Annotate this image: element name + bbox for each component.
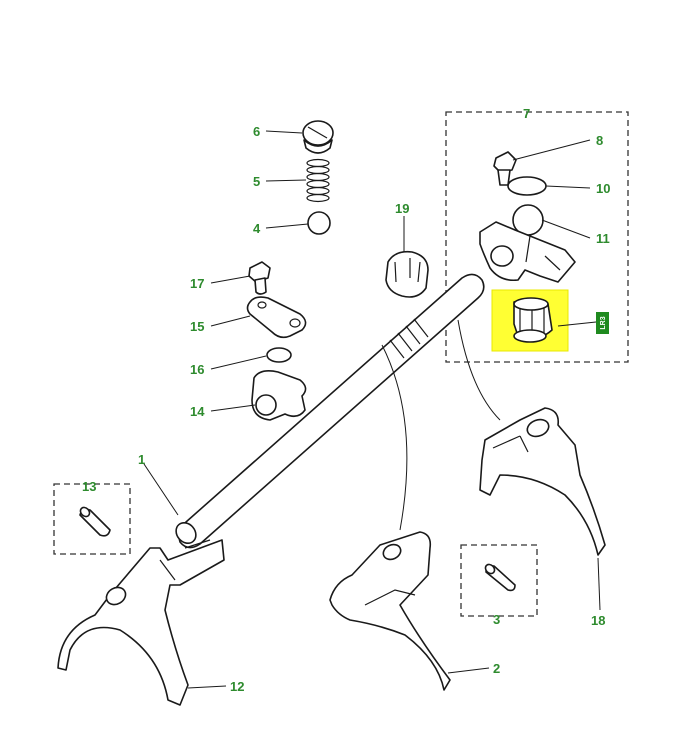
callout-5: 5 [253, 174, 260, 189]
selector-fork-12 [57, 539, 225, 706]
bolt-17 [248, 261, 271, 295]
callout-8: 8 [596, 133, 603, 148]
selector-fork-2 [329, 531, 451, 691]
selector-fork-18 [479, 407, 606, 556]
selector-shaft [175, 273, 485, 549]
mounting-plate-15 [246, 296, 307, 339]
dowel-pin-3 [484, 563, 516, 592]
callout-7: 7 [523, 106, 530, 121]
bracket-14 [251, 370, 307, 421]
sleeve-19 [385, 250, 429, 298]
model-badge: LR3 [596, 312, 609, 334]
dowel-pin-13 [79, 506, 111, 537]
callout-12: 12 [230, 679, 244, 694]
detent-plug-6 [302, 120, 334, 154]
group-box-3 [460, 544, 538, 617]
callout-17: 17 [190, 276, 204, 291]
callout-15: 15 [190, 319, 204, 334]
o-ring-10 [507, 176, 547, 196]
group-box-7 [445, 111, 629, 363]
callout-2: 2 [493, 661, 500, 676]
callout-14: 14 [190, 404, 205, 419]
callouts: 1 2 3 4 5 6 7 8 10 11 12 13 14 15 16 17 … [82, 106, 610, 694]
group-box-13 [53, 483, 131, 555]
badge-background [596, 312, 609, 334]
badge-text: LR3 [600, 316, 607, 329]
callout-1: 1 [138, 452, 145, 467]
highlighted-bushing [491, 289, 597, 352]
callout-10: 10 [596, 181, 610, 196]
callout-16: 16 [190, 362, 204, 377]
detent-ball-4 [307, 211, 331, 235]
callout-6: 6 [253, 124, 260, 139]
detent-spring-5 [306, 158, 330, 203]
callout-4: 4 [253, 221, 261, 236]
o-ring-16 [266, 347, 292, 363]
callout-13: 13 [82, 479, 96, 494]
callout-3: 3 [493, 612, 500, 627]
selector-block [479, 221, 576, 283]
callout-11: 11 [596, 231, 610, 246]
leader-lines [143, 130, 601, 689]
callout-19: 19 [395, 201, 409, 216]
callout-18: 18 [591, 613, 605, 628]
